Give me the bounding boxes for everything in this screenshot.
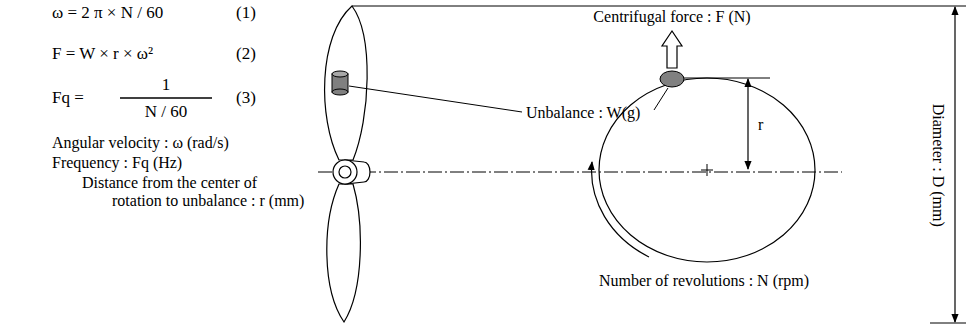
leader-line	[654, 88, 668, 110]
formula: Fq =	[52, 88, 84, 108]
equation-number: (1)	[236, 3, 256, 23]
unbalance-weight	[660, 71, 684, 87]
formula: ω = 2 π × N / 60	[52, 3, 163, 23]
center-mark	[707, 164, 708, 176]
force-label: Centrifugal force : F (N)	[593, 8, 750, 26]
symbol-definition: Distance from the center of rotation to …	[82, 174, 308, 211]
rotation-label: Number of revolutions : N (rpm)	[599, 272, 809, 290]
dimension-label: Diameter : D (mm)	[929, 103, 947, 226]
center-line	[318, 172, 842, 173]
extension-line	[930, 323, 966, 324]
formula: F = W × r × ω²	[52, 44, 153, 64]
symbol-definition: Frequency : Fq (Hz)	[52, 154, 182, 172]
unbalance-weight	[332, 71, 348, 77]
dimension-arrow	[747, 79, 748, 169]
part-label: Unbalance : W(g)	[526, 104, 640, 122]
symbol-definition: Angular velocity : ω (rad/s)	[52, 134, 229, 152]
fraction-numerator: 1	[162, 75, 171, 95]
propeller-hub	[339, 166, 351, 178]
propeller-hub	[333, 160, 357, 184]
fraction-denominator: N / 60	[145, 102, 188, 122]
equation-number: (2)	[236, 44, 256, 64]
propeller-blade	[327, 184, 361, 322]
dimension-arrow	[954, 7, 955, 322]
propeller-blade	[325, 6, 368, 160]
unbalance-weight	[332, 89, 348, 95]
extension-line	[684, 78, 770, 79]
equation-number: (3)	[236, 88, 256, 108]
extension-line	[352, 6, 966, 7]
leader-line	[349, 86, 522, 112]
rotation-arrow	[592, 162, 649, 257]
fraction-bar	[120, 97, 212, 98]
force-arrow	[662, 31, 682, 68]
dimension-label: r	[758, 116, 763, 134]
